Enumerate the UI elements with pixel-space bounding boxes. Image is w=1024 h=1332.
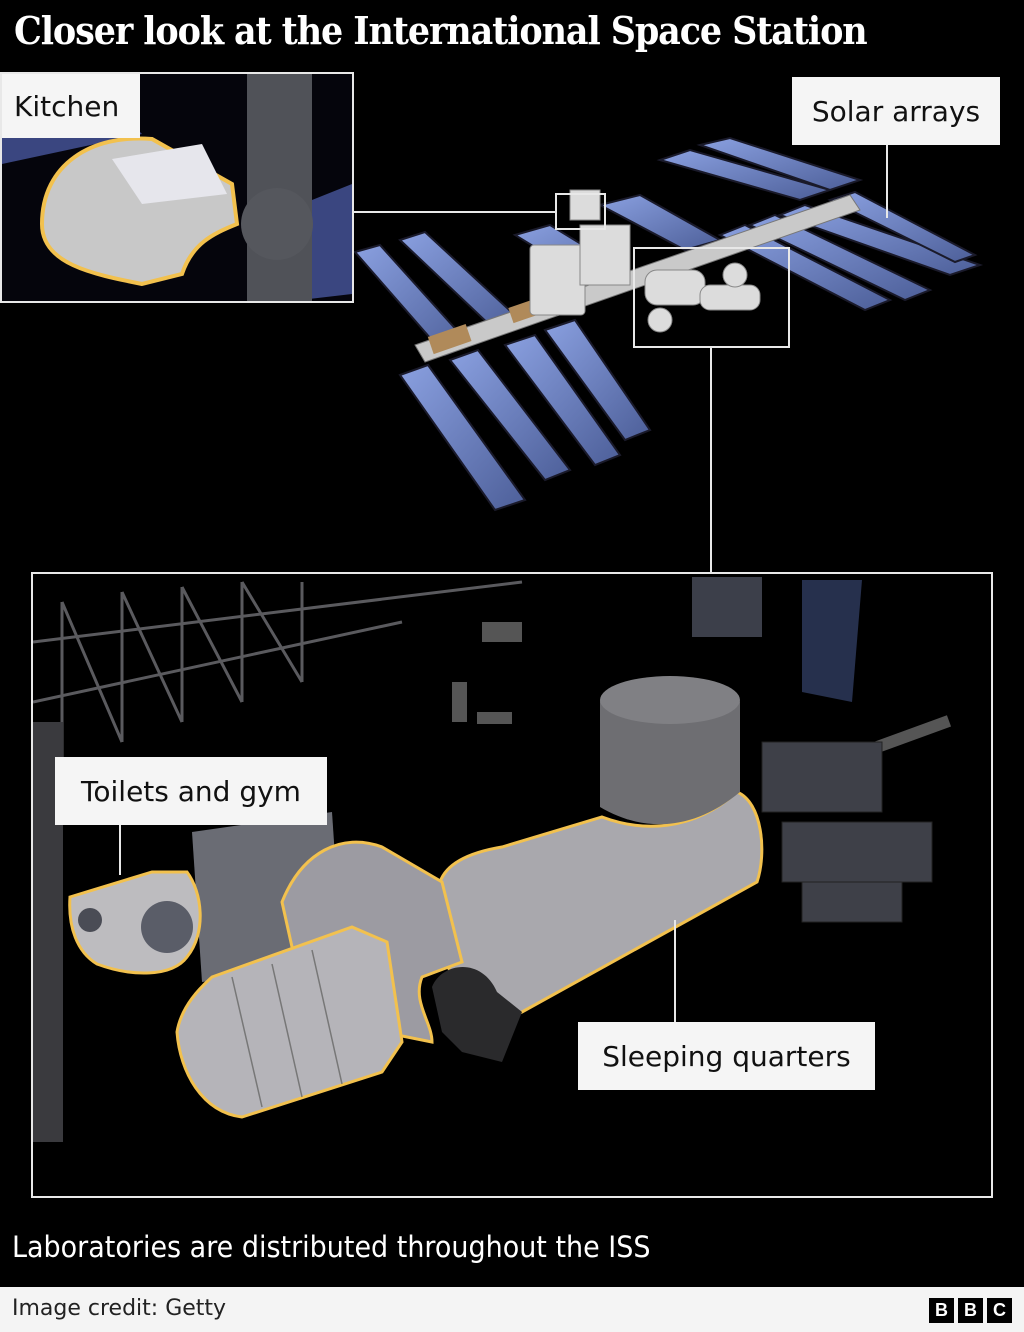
toilets-gym-label: Toilets and gym: [55, 757, 327, 825]
kitchen-inset-frame: Kitchen: [0, 72, 354, 303]
bbc-logo-letter: B: [958, 1298, 983, 1323]
modules-inset-frame: Toilets and gym Sleeping quarters: [31, 572, 993, 1198]
solar-arrays-label: Solar arrays: [792, 77, 1000, 145]
toilets-gym-pointer: [119, 825, 121, 875]
iss-overview-illustration: [353, 136, 984, 512]
sleeping-quarters-pointer: [674, 920, 676, 1022]
image-credit: Image credit: Getty: [12, 1296, 227, 1321]
zoom-locator-box: [633, 247, 790, 348]
kitchen-connector-line: [352, 211, 556, 213]
bbc-logo-letter: B: [929, 1298, 954, 1323]
solar-arrays-pointer: [886, 145, 888, 218]
bbc-logo: B B C: [929, 1298, 1012, 1323]
kitchen-module-illustration: [2, 74, 352, 301]
footer: Image credit: Getty B B C: [0, 1287, 1024, 1332]
kitchen-locator-box: [555, 193, 606, 230]
bbc-logo-letter: C: [987, 1298, 1012, 1323]
page-title: Closer look at the International Space S…: [14, 8, 868, 53]
kitchen-label: Kitchen: [2, 74, 140, 138]
zoom-connector-line: [710, 347, 712, 573]
caption: Laboratories are distributed throughout …: [12, 1230, 651, 1264]
habitation-modules-illustration: [33, 577, 952, 1142]
sleeping-quarters-label: Sleeping quarters: [578, 1022, 875, 1090]
